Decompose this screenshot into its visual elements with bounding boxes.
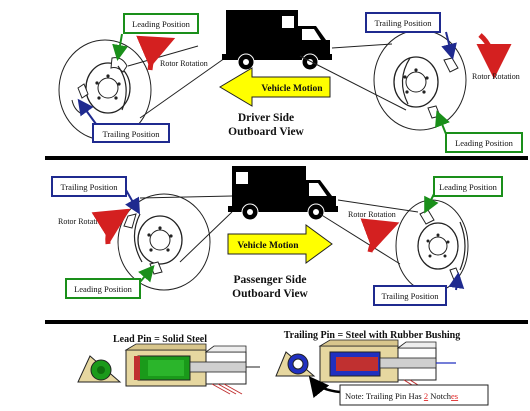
rotor-rotation-arrow-mid-left xyxy=(91,208,131,245)
lead-pin-side-view xyxy=(124,343,260,395)
panel-divider xyxy=(45,156,528,160)
brake-disc-right-mid xyxy=(319,199,469,293)
leading-pointer-top-right xyxy=(435,110,450,135)
leading-pointer-mid-right xyxy=(424,193,439,214)
vehicle-motion-arrow-mid: Vehicle Motion xyxy=(227,224,333,264)
panel-divider xyxy=(45,320,528,324)
driver-side-panel: Leading Position Trailing Position Trail… xyxy=(58,10,523,153)
passenger-side-panel: Trailing Position Leading Position Leadi… xyxy=(51,166,503,306)
trailing-label-text: Trailing Position xyxy=(60,182,118,192)
trailing-label-text: Trailing Position xyxy=(374,18,432,28)
view-title-line1: Driver Side xyxy=(238,112,294,124)
leading-label-text: Leading Position xyxy=(439,182,498,192)
trailing-pointer-top-right xyxy=(441,31,457,60)
leading-label-text: Leading Position xyxy=(455,138,514,148)
truck-illustration-mid xyxy=(228,166,338,221)
vehicle-motion-label: Vehicle Motion xyxy=(237,241,299,251)
rotor-rotation-label: Rotor Rotation xyxy=(472,72,520,81)
leading-position-label-mid-right: Leading Position xyxy=(433,176,503,197)
trailing-pointer-top-left xyxy=(77,98,97,125)
brake-disc-left-mid xyxy=(117,193,233,291)
vehicle-motion-label: Vehicle Motion xyxy=(261,84,323,94)
trailing-label-text: Trailing Position xyxy=(102,129,160,139)
pin-comparison-panel: Lead Pin = Solid Steel Trailing Pin = St… xyxy=(77,330,489,406)
rotor-rotation-label: Rotor Rotation xyxy=(348,210,396,219)
trailing-position-label-mid-right: Trailing Position xyxy=(373,285,447,306)
note-middle: Notch xyxy=(428,391,452,401)
rotor-rotation-arrow-top-right xyxy=(476,33,512,79)
trailing-position-label-top-right: Trailing Position xyxy=(365,12,441,33)
leading-label-text: Leading Position xyxy=(74,284,133,294)
trailing-pin-side-view xyxy=(318,339,456,391)
trailing-pin-end-view xyxy=(275,351,316,377)
rotor-rotation-arrow-top-left xyxy=(136,35,176,71)
rotor-rotation-label: Rotor Rotation xyxy=(160,59,208,68)
rotor-rotation-label: Rotor Rotation xyxy=(58,217,106,226)
leading-label-text: Leading Position xyxy=(132,19,191,29)
leading-position-label-top-left: Leading Position xyxy=(123,13,199,34)
leading-position-label-mid-left: Leading Position xyxy=(65,278,141,299)
view-title-line2: Outboard View xyxy=(232,288,308,300)
trailing-pointer-mid-left xyxy=(125,189,140,215)
note-pointer-arrow xyxy=(308,376,341,398)
note-text: Note: Trailing Pin Has 2 Notches xyxy=(345,391,458,401)
vehicle-motion-arrow-top: Vehicle Motion xyxy=(219,67,331,107)
note-number: 2 xyxy=(424,391,428,401)
note-box: Note: Trailing Pin Has 2 Notches xyxy=(339,384,489,406)
trailing-label-text: Trailing Position xyxy=(381,291,439,301)
trailing-position-label-mid-left: Trailing Position xyxy=(51,176,127,197)
leading-pointer-mid-left xyxy=(138,264,155,283)
view-title-line1: Passenger Side xyxy=(234,274,307,286)
view-title-line2: Outboard View xyxy=(228,126,304,138)
rotor-rotation-arrow-mid-right xyxy=(360,218,400,253)
lead-pin-title: Lead Pin = Solid Steel xyxy=(113,334,207,345)
lead-pin-end-view xyxy=(77,355,122,383)
trailing-position-label-top-left: Trailing Position xyxy=(92,123,170,143)
trailing-pin-title: Trailing Pin = Steel with Rubber Bushing xyxy=(284,330,460,341)
note-prefix: Note: Trailing Pin Has xyxy=(345,391,424,401)
leading-position-label-top-right: Leading Position xyxy=(445,132,523,153)
leading-pointer-top-left xyxy=(112,33,128,61)
note-suffix: es xyxy=(451,391,458,401)
trailing-pointer-mid-right xyxy=(448,272,465,291)
truck-illustration-top xyxy=(222,10,332,71)
